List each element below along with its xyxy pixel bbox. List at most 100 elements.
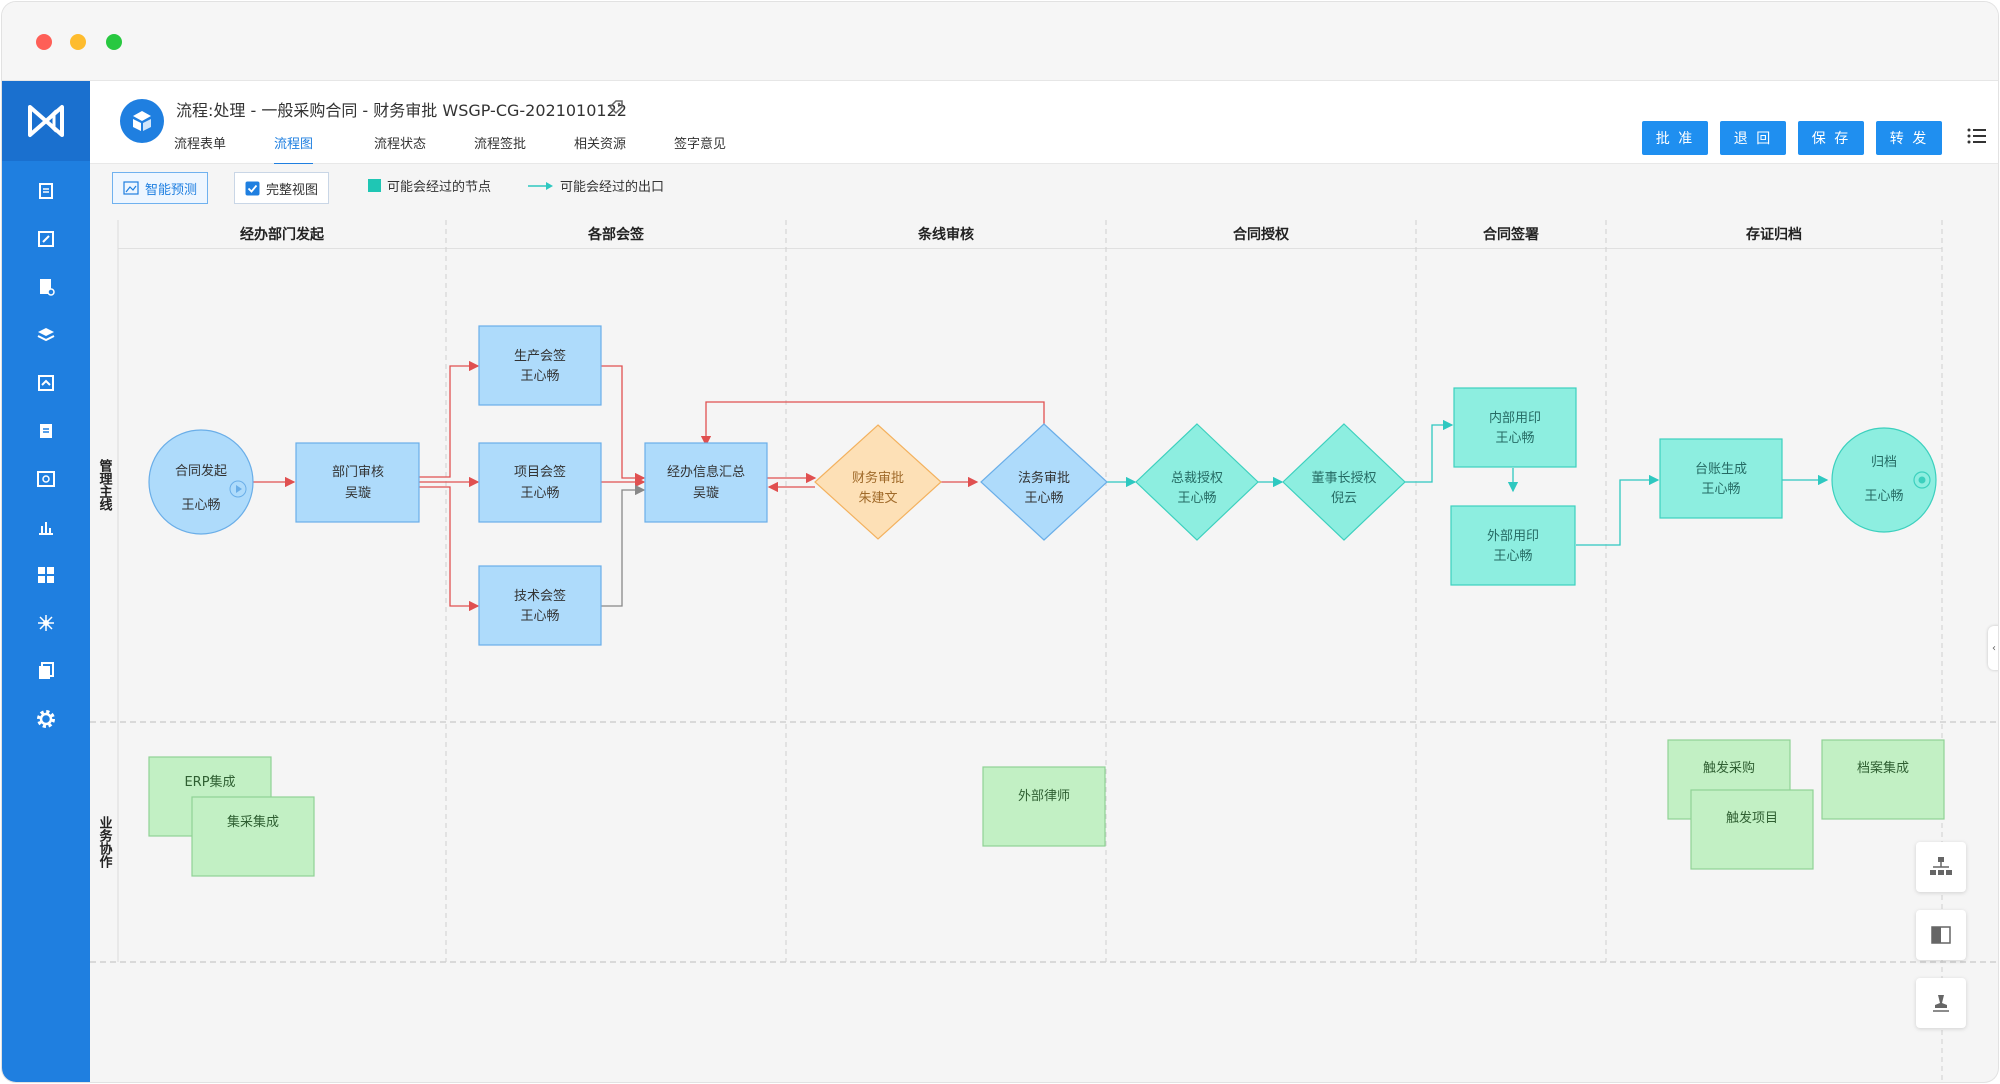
node-ceo-authorization-title: 总裁授权 (1171, 470, 1223, 486)
sidebar-item-copy[interactable] (2, 647, 90, 695)
collab-purchase-integration[interactable]: 集采集成 (191, 796, 315, 877)
lane-header-archive: 存证归档 (1606, 220, 1942, 249)
tab-form[interactable]: 流程表单 (174, 137, 227, 152)
node-external-seal-title: 外部用印 (1487, 529, 1539, 544)
app-logo[interactable] (2, 81, 90, 161)
node-archive[interactable]: 归档 王心畅 (1831, 427, 1937, 533)
compare-tool-button[interactable] (1916, 910, 1966, 960)
node-chairman-authorization[interactable]: 董事长授权 倪云 (1282, 423, 1406, 541)
gear-icon (37, 710, 55, 728)
node-archive-title: 归档 (1871, 455, 1897, 470)
sidebar-item-documents[interactable] (2, 167, 90, 215)
node-production-sign-person: 王心畅 (520, 369, 559, 384)
node-external-seal-person: 王心畅 (1493, 549, 1532, 564)
node-external-seal[interactable]: 外部用印 王心畅 (1450, 505, 1576, 586)
minimize-window-button[interactable] (70, 34, 86, 50)
tab-flowchart[interactable]: 流程图 (274, 133, 314, 165)
smart-predict-button[interactable]: 智能预测 (112, 172, 209, 204)
tab-status[interactable]: 流程状态 (374, 137, 427, 152)
node-ceo-authorization-person: 王心畅 (1177, 491, 1216, 506)
menu-icon[interactable] (1966, 125, 1988, 147)
node-finance-approval[interactable]: 财务审批 朱建文 (814, 424, 942, 540)
legend-node: 可能会经过的节点 (368, 176, 491, 195)
collab-external-lawyer[interactable]: 外部律师 (982, 766, 1106, 847)
sidebar-item-settings[interactable] (2, 695, 90, 743)
collab-trigger-project[interactable]: 触发项目 (1690, 789, 1814, 870)
legend-node-label: 可能会经过的节点 (387, 180, 492, 195)
play-icon (229, 480, 247, 498)
node-internal-seal-title: 内部用印 (1489, 410, 1541, 426)
node-contract-start[interactable]: 合同发起 王心畅 (148, 429, 254, 535)
close-window-button[interactable] (36, 34, 52, 50)
lane-header-authorization: 合同授权 (1106, 220, 1416, 249)
legend-exit-label: 可能会经过的出口 (560, 180, 665, 195)
full-view-toggle[interactable]: 完整视图 (234, 172, 330, 204)
sidebar-item-form[interactable] (2, 263, 90, 311)
legend-exit: 可能会经过的出口 (528, 176, 664, 195)
tab-comments[interactable]: 签字意见 (674, 137, 727, 152)
approve-button[interactable]: 批 准 (1642, 121, 1708, 155)
row-label-main: 管理主线 (96, 459, 112, 511)
return-button[interactable]: 退 回 (1720, 121, 1786, 155)
row-label-collab: 业务协作 (96, 816, 112, 868)
tag-icon[interactable] (606, 97, 626, 117)
end-icon (1913, 471, 1931, 489)
node-chairman-authorization-person: 倪云 (1331, 491, 1357, 506)
node-finance-approval-person: 朱建文 (858, 491, 897, 506)
page-header: 流程:处理 - 一般采购合同 - 财务审批 WSGP-CG-2021010122… (90, 81, 1998, 165)
window-titlebar (2, 2, 1998, 81)
node-production-sign[interactable]: 生产会签 王心畅 (478, 325, 602, 406)
grid-icon (38, 567, 54, 583)
maximize-window-button[interactable] (106, 34, 122, 50)
collab-purchase-label: 集采集成 (227, 814, 279, 830)
tab-approval[interactable]: 流程签批 (474, 137, 527, 152)
network-icon (38, 615, 54, 631)
node-archive-person: 王心畅 (1864, 489, 1903, 504)
lane-header-signing: 合同签署 (1416, 220, 1606, 249)
node-ledger-generation-title: 台账生成 (1695, 462, 1747, 477)
sidebar-item-layers[interactable] (2, 311, 90, 359)
sidebar-item-dashboard[interactable] (2, 551, 90, 599)
bar-chart-icon (39, 522, 53, 535)
save-button[interactable]: 保 存 (1798, 121, 1864, 155)
arrow-right-icon (528, 181, 553, 190)
node-tech-sign[interactable]: 技术会签 王心畅 (478, 565, 602, 646)
node-ceo-authorization[interactable]: 总裁授权 王心畅 (1135, 423, 1259, 541)
sidebar-item-chart[interactable] (2, 503, 90, 551)
collab-trigger-purchase-label: 触发采购 (1703, 760, 1755, 776)
sidebar-item-report[interactable] (2, 407, 90, 455)
tab-resources[interactable]: 相关资源 (574, 137, 627, 152)
sidebar (2, 81, 90, 1082)
node-info-summary[interactable]: 经办信息汇总 吴璇 (644, 442, 768, 523)
node-legal-approval-person: 王心畅 (1024, 491, 1063, 506)
sidebar-item-edit[interactable] (2, 215, 90, 263)
node-legal-approval[interactable]: 法务审批 王心畅 (980, 423, 1108, 541)
picture-icon (123, 181, 139, 195)
collab-archive-label: 档案集成 (1857, 760, 1909, 776)
sidebar-item-sign[interactable] (2, 359, 90, 407)
lane-header-initiate: 经办部门发起 (118, 220, 446, 249)
org-chart-tool-button[interactable] (1916, 842, 1966, 892)
sidebar-item-network[interactable] (2, 599, 90, 647)
collapse-panel-handle[interactable]: ‹ (1988, 626, 1998, 670)
node-ledger-generation[interactable]: 台账生成 王心畅 (1659, 438, 1783, 519)
flowchart-canvas: 经办部门发起 各部会签 条线审核 合同授权 合同签署 存证归档 管理主线 业务协… (90, 220, 1998, 1082)
node-contract-start-title: 合同发起 (175, 463, 227, 479)
checkbox-checked-icon[interactable] (245, 181, 260, 196)
node-internal-seal[interactable]: 内部用印 王心畅 (1453, 387, 1577, 468)
node-dept-review[interactable]: 部门审核 吴璇 (295, 442, 420, 523)
document-icon (39, 183, 53, 199)
lane-header-line-review: 条线审核 (786, 220, 1106, 249)
forward-button[interactable]: 转 发 (1876, 121, 1942, 155)
node-project-sign[interactable]: 项目会签 王心畅 (478, 442, 602, 523)
collab-archive-integration[interactable]: 档案集成 (1821, 739, 1945, 820)
node-project-sign-title: 项目会签 (514, 464, 566, 480)
stamp-icon (1933, 995, 1949, 1012)
lane-grid (90, 220, 1998, 1082)
approve-stamp-tool-button[interactable] (1916, 978, 1966, 1028)
sidebar-item-search[interactable] (2, 455, 90, 503)
node-legal-approval-title: 法务审批 (1018, 470, 1070, 486)
node-project-sign-person: 王心畅 (520, 486, 559, 501)
node-ledger-generation-person: 王心畅 (1701, 482, 1740, 497)
